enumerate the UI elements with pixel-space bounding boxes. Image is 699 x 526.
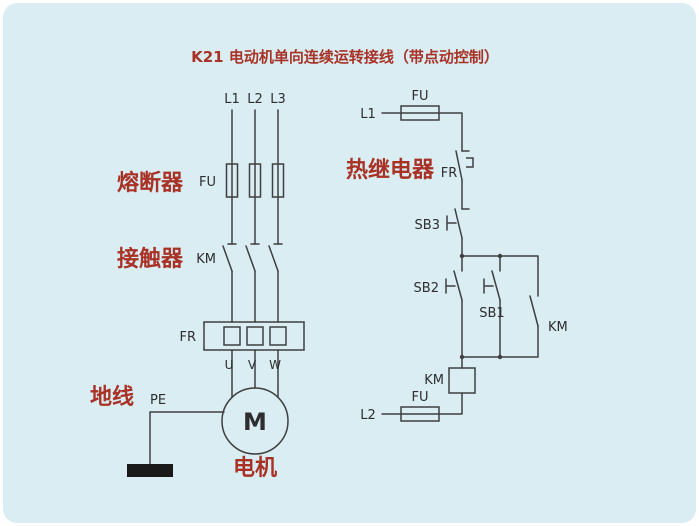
sb3-cap	[446, 215, 457, 231]
control-fuse-top	[400, 105, 440, 121]
ground-wires	[149, 411, 225, 465]
fuse-label-cn: 熔断器	[117, 170, 184, 196]
thermal-outer-box	[203, 321, 305, 351]
stop-button-symbol	[446, 208, 470, 239]
main-contactor-ref: KM	[196, 252, 216, 267]
thermal-release-bracket	[466, 157, 474, 168]
thermal-element	[246, 326, 264, 346]
fuse-symbol	[248, 163, 262, 198]
terminal-w: W	[269, 358, 281, 372]
junction-dot	[459, 354, 465, 360]
main-wires	[231, 109, 279, 398]
control-fuse-bottom-ref: FU	[412, 390, 429, 405]
terminal-v: V	[248, 358, 257, 372]
fuse-symbol	[271, 163, 285, 198]
thermal-contact-blade	[455, 150, 463, 181]
thermal-label-cn: 热继电器	[346, 157, 435, 183]
phase-label-l2: L2	[247, 92, 263, 107]
terminal-u: U	[225, 358, 234, 372]
ground-symbol	[127, 464, 173, 477]
holding-contact-blade	[529, 295, 539, 327]
control-supply-l2: L2	[360, 408, 376, 423]
sb1-cap	[483, 278, 494, 294]
sb1-blade	[491, 270, 501, 301]
sb3-blade	[454, 208, 463, 239]
phase-label-l3: L3	[270, 92, 286, 107]
contactor-coil-box	[448, 367, 476, 394]
sb2-cap	[445, 278, 456, 294]
thermal-element	[223, 326, 241, 346]
control-fuse-bottom	[400, 406, 440, 422]
motor-circle	[221, 387, 289, 455]
jog-button-ref: SB1	[479, 306, 504, 321]
motor-letter: M	[243, 408, 267, 436]
main-fuse-ref: FU	[199, 175, 216, 190]
main-fuse-symbols	[225, 163, 285, 198]
panel-background	[3, 3, 696, 523]
control-thermal-ref: FR	[441, 166, 458, 181]
contact-blades	[222, 245, 279, 272]
junction-dot	[459, 253, 465, 259]
phase-label-l1: L1	[224, 92, 240, 107]
thermal-element	[269, 326, 287, 346]
contactor-label-cn: 接触器	[117, 246, 184, 272]
control-wires	[381, 112, 539, 415]
main-contactor-contacts	[222, 243, 283, 272]
junction-dots	[459, 253, 503, 360]
jog-button-symbol	[483, 270, 501, 301]
junction-dot	[497, 253, 503, 259]
fuse-symbol	[225, 163, 239, 198]
control-supply-l1: L1	[360, 107, 376, 122]
ground-label-cn: 地线	[90, 384, 134, 410]
holding-contact-ref: KM	[548, 320, 568, 335]
diagram-title: K21 电动机单向连续运转接线（带点动控制）	[191, 48, 499, 66]
motor-label-cn: 电机	[233, 456, 277, 481]
control-circuit: L1 L2 FU 热继电器 FR SB3 SB2	[346, 89, 568, 423]
thermal-relay-box	[203, 321, 305, 351]
start-button-ref: SB2	[414, 281, 439, 296]
junction-dot	[497, 354, 503, 360]
main-thermal-ref: FR	[179, 330, 196, 345]
sb2-blade	[453, 270, 463, 301]
control-fuse-top-ref: FU	[412, 89, 429, 104]
start-button-symbol	[445, 270, 463, 301]
contactor-coil-ref: KM	[424, 373, 444, 388]
ground-ref: PE	[150, 393, 166, 408]
stop-button-ref: SB3	[415, 218, 440, 233]
thermal-nc-contact	[455, 150, 474, 181]
main-circuit: L1 L2 L3 FU 熔断器 KM 接触器 FR U V W	[90, 92, 305, 481]
